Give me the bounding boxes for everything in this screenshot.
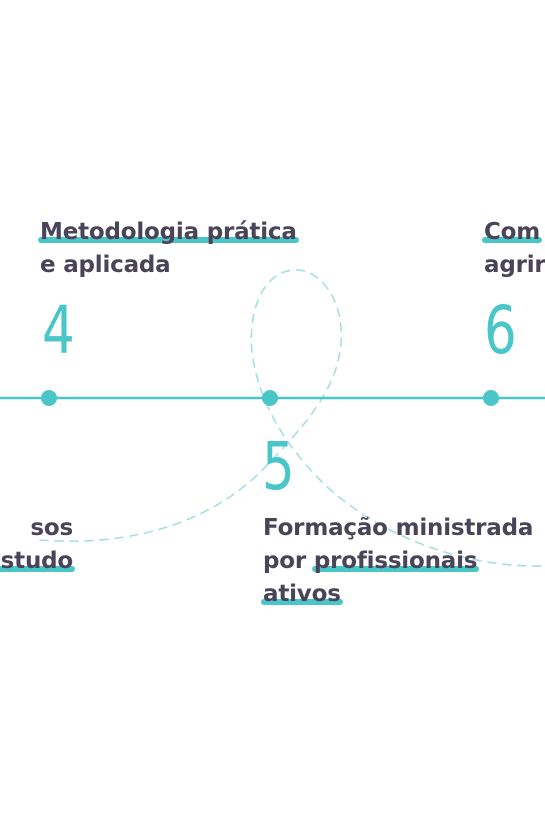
item-4-title: Metodologia prática e aplicada — [40, 216, 297, 282]
item-5-line1: Formação ministrada — [263, 515, 534, 541]
item-6-number: 6 — [484, 292, 517, 369]
item-4-line1: Metodologia prática — [40, 219, 297, 245]
timeline-dot-5 — [262, 390, 278, 406]
left-fragment-line2: estudo — [0, 548, 73, 574]
left-fragment-title: sos estudo — [0, 512, 73, 578]
item-5-line2-highlight: profissionais — [313, 548, 478, 574]
timeline-dot-4 — [41, 390, 57, 406]
timeline-dot-6 — [483, 390, 499, 406]
item-6-line1: Com — [484, 219, 541, 245]
item-6-title: Com agrir — [484, 216, 545, 282]
dashed-loop-path — [39, 269, 545, 567]
left-fragment-line1: sos — [30, 515, 73, 541]
item-4-line2: e aplicada — [40, 252, 171, 278]
item-5-number: 5 — [262, 428, 295, 505]
item-5-line2-prefix: por — [263, 548, 314, 574]
item-5-line3: ativos — [263, 581, 341, 607]
item-5-title: Formação ministrada por profissionais at… — [263, 512, 533, 611]
item-6-line2: agrir — [484, 252, 545, 278]
item-4-number: 4 — [42, 292, 75, 369]
